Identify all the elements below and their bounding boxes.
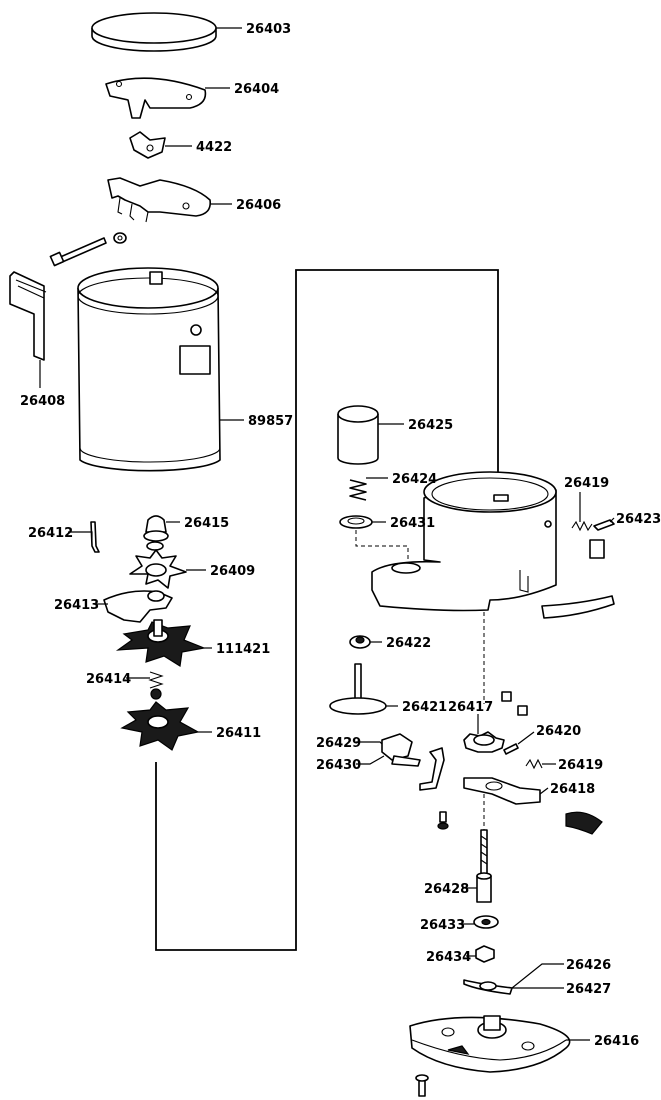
part-4422-clip	[129, 131, 166, 159]
part-89857-hopper	[77, 267, 221, 472]
part-111421-rotor	[115, 619, 207, 667]
part-26424-spring	[349, 479, 367, 501]
label-26425: 26425	[408, 418, 453, 433]
part-26420-pin	[503, 743, 519, 755]
label-26419-upper: 26419	[564, 476, 609, 491]
label-111421: 111421	[216, 642, 270, 657]
label-26418: 26418	[550, 782, 595, 797]
label-26416: 26416	[594, 1034, 639, 1049]
label-26428: 26428	[424, 882, 469, 897]
part-26433-washer	[473, 915, 499, 929]
label-26430: 26430	[316, 758, 361, 773]
part-26413-plate	[103, 590, 173, 623]
part-26431-washer	[339, 515, 373, 529]
label-26415: 26415	[184, 516, 229, 531]
label-4422: 4422	[196, 140, 232, 155]
part-26417-gear	[463, 731, 505, 753]
bottom-screw	[415, 1074, 429, 1097]
curved-shield	[541, 595, 615, 619]
screw-and-washer	[49, 232, 127, 267]
part-26428-shaft	[476, 829, 492, 903]
part-26430-bracket	[419, 747, 445, 791]
label-26427: 26427	[566, 982, 611, 997]
part-26415-knob	[143, 515, 169, 551]
label-26420: 26420	[536, 724, 581, 739]
housing-casting	[371, 471, 557, 612]
label-26433: 26433	[420, 918, 465, 933]
curved-shoe	[565, 811, 603, 835]
leader-lines	[39, 27, 615, 1041]
label-26404: 26404	[234, 82, 279, 97]
part-26422-nut	[349, 635, 371, 649]
part-26411-lower-rotor	[120, 701, 200, 751]
label-26409: 26409	[210, 564, 255, 579]
part-26403-lid	[91, 12, 217, 52]
part-26426-clip	[463, 979, 513, 995]
label-26419-lower: 26419	[558, 758, 603, 773]
label-26406: 26406	[236, 198, 281, 213]
label-26422: 26422	[386, 636, 431, 651]
part-26429-lever	[381, 733, 421, 767]
small-cubes	[501, 691, 528, 716]
label-26431: 26431	[390, 516, 435, 531]
label-26426: 26426	[566, 958, 611, 973]
label-26429: 26429	[316, 736, 361, 751]
small-block	[589, 539, 605, 559]
label-26421: 26421	[402, 700, 447, 715]
label-26412: 26412	[28, 526, 73, 541]
label-26414: 26414	[86, 672, 131, 687]
assembly-frame	[155, 269, 499, 951]
label-26423: 26423	[616, 512, 661, 527]
part-26425-cap	[337, 405, 379, 465]
part-26416-base-plate	[409, 1015, 571, 1073]
label-26434: 26434	[426, 950, 471, 965]
part-26412-pin	[90, 521, 100, 553]
label-89857: 89857	[248, 414, 293, 429]
label-26424: 26424	[392, 472, 437, 487]
part-26414-spring	[148, 671, 164, 700]
part-26423-pin	[593, 519, 615, 531]
label-26408: 26408	[20, 394, 65, 409]
label-26413: 26413	[54, 598, 99, 613]
part-26434-nut	[475, 945, 495, 963]
label-26403: 26403	[246, 22, 291, 37]
label-26411: 26411	[216, 726, 261, 741]
label-26417: 26417	[448, 700, 493, 715]
part-26406-bracket	[107, 177, 212, 223]
part-26408-flap	[9, 271, 47, 361]
part-labels: 26403 26404 4422 26406 26408 89857 26412…	[20, 22, 661, 1049]
part-26419-upper-spring	[571, 520, 593, 532]
part-26404-cover-plate	[105, 77, 207, 119]
small-screw-mid	[437, 811, 449, 830]
part-26421-stem	[329, 663, 387, 715]
part-26409-agitator	[129, 549, 187, 589]
part-26418-arm	[463, 777, 541, 805]
dashed-guide-left	[355, 530, 409, 572]
part-26419-lower-spring	[525, 758, 543, 770]
